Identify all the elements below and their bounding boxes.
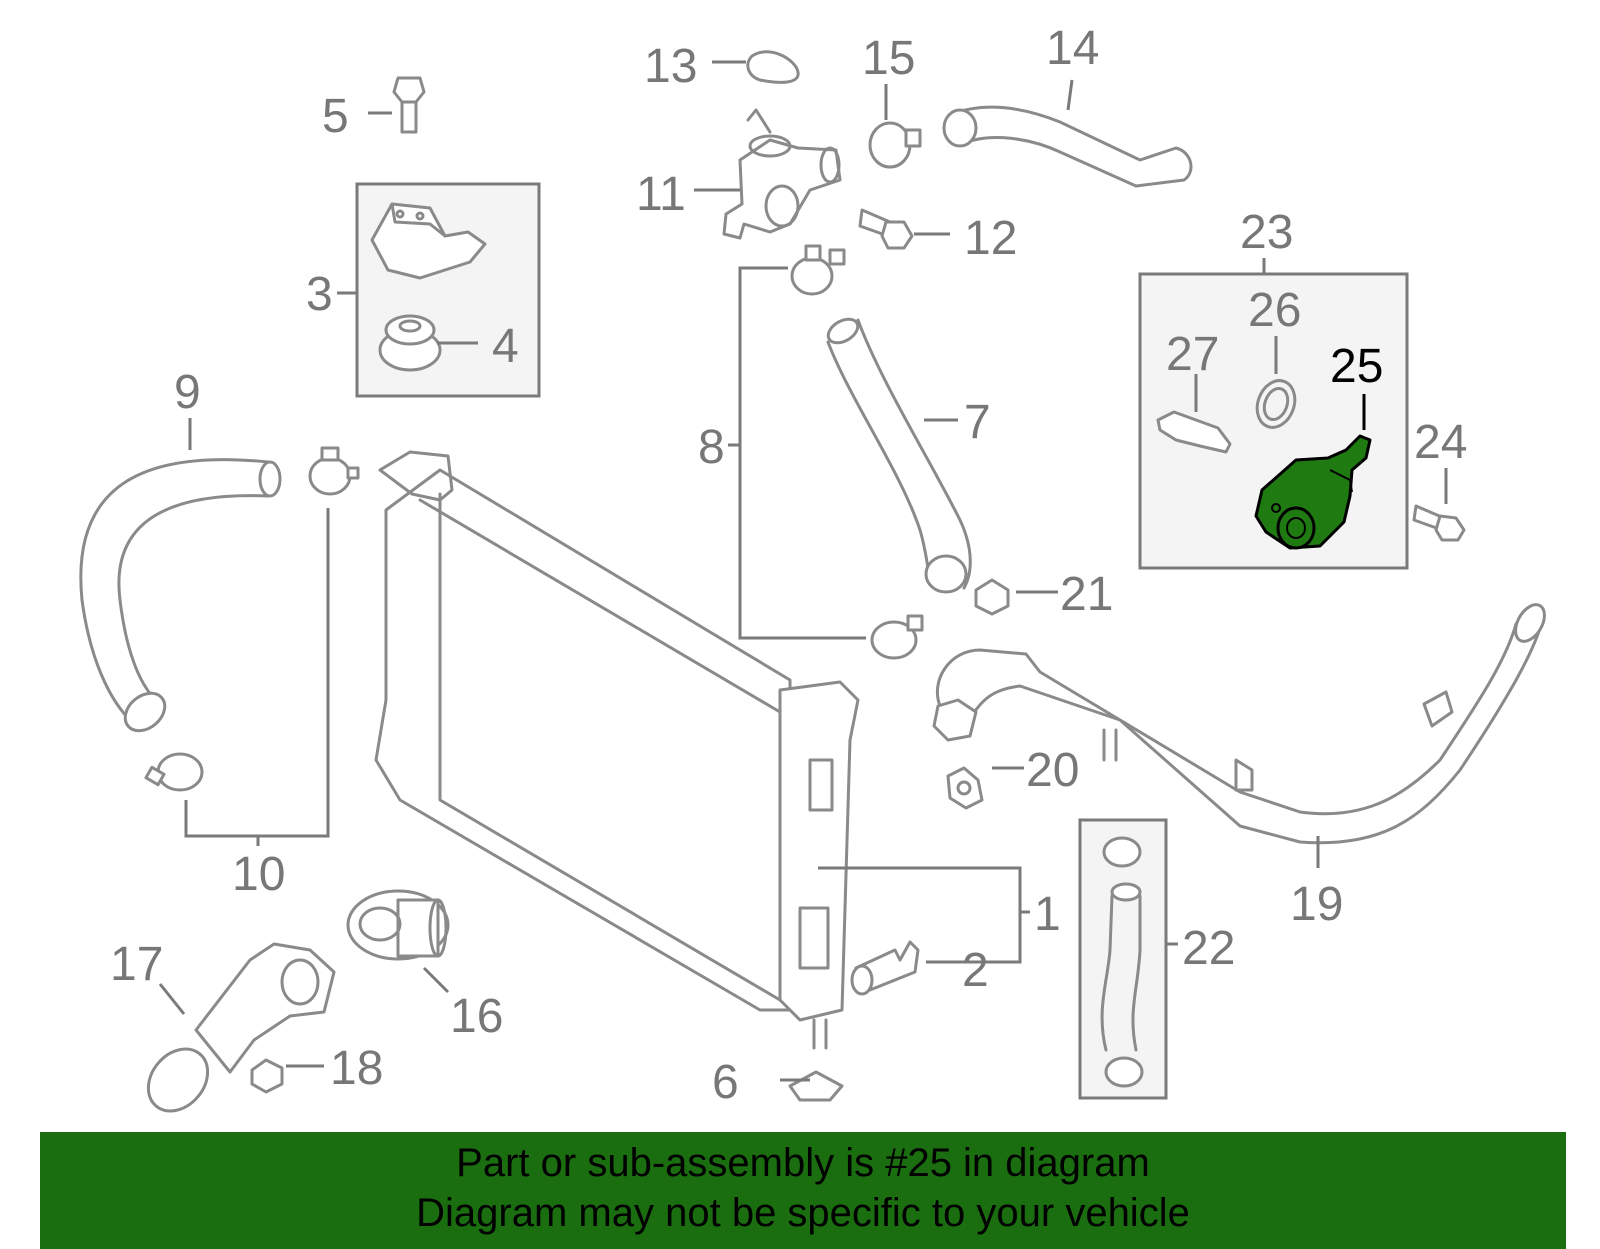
callout-20: 20 xyxy=(1026,744,1079,797)
part-21-nut[interactable] xyxy=(974,578,1010,616)
callout-19: 19 xyxy=(1290,878,1343,931)
banner-line-1: Part or sub-assembly is #25 in diagram xyxy=(456,1141,1150,1185)
callout-6: 6 xyxy=(712,1056,739,1109)
callout-21: 21 xyxy=(1060,568,1113,621)
callout-7: 7 xyxy=(964,396,991,449)
part-15-clamp[interactable] xyxy=(868,121,922,169)
part-11-water-outlet[interactable] xyxy=(722,108,842,240)
part-1-radiator[interactable] xyxy=(374,450,860,1050)
callout-5: 5 xyxy=(322,90,349,143)
callout-24: 24 xyxy=(1414,416,1467,469)
info-banner: Part or sub-assembly is #25 in diagram D… xyxy=(40,1132,1566,1249)
callout-16: 16 xyxy=(450,990,503,1043)
callout-11: 11 xyxy=(636,168,686,221)
part-10-hose-clamp-upper[interactable] xyxy=(308,446,360,496)
part-18-nut[interactable] xyxy=(250,1058,284,1094)
callout-8: 8 xyxy=(698,421,725,474)
callout-27: 27 xyxy=(1166,328,1219,381)
callout-23: 23 xyxy=(1240,206,1293,259)
part-20-gasket[interactable] xyxy=(946,766,984,810)
callout-26: 26 xyxy=(1248,284,1301,337)
callout-13: 13 xyxy=(644,40,697,93)
part-4-insulator[interactable] xyxy=(378,314,442,372)
part-14-hose[interactable] xyxy=(942,105,1193,188)
callout-17: 17 xyxy=(110,938,163,991)
callout-3: 3 xyxy=(306,268,333,321)
part-6-grommet[interactable] xyxy=(788,1070,844,1102)
callout-2: 2 xyxy=(962,944,989,997)
part-12-bolt[interactable] xyxy=(858,208,914,250)
part-8-clamp-lower[interactable] xyxy=(870,614,924,660)
callout-22: 22 xyxy=(1182,922,1235,975)
part-27-sensor[interactable] xyxy=(1156,410,1232,454)
part-7-hose[interactable] xyxy=(824,314,972,594)
leader-lines xyxy=(158,60,1448,1082)
callout-10: 10 xyxy=(232,848,285,901)
callout-labels: 1 2 3 4 5 6 7 8 9 10 11 12 13 14 15 16 1… xyxy=(110,22,1467,1109)
part-9-radiator-hose[interactable] xyxy=(79,458,282,739)
banner-line-2: Diagram may not be specific to your vehi… xyxy=(416,1191,1190,1235)
callout-25: 25 xyxy=(1330,340,1383,393)
part-25-thermostat-housing[interactable] xyxy=(1254,434,1372,550)
part-3-bracket[interactable] xyxy=(370,202,487,280)
part-13-cap[interactable] xyxy=(746,50,800,84)
callout-4: 4 xyxy=(492,320,519,373)
part-24-bolt[interactable] xyxy=(1412,504,1466,542)
part-16-thermostat[interactable] xyxy=(346,889,450,961)
part-2-drain-plug[interactable] xyxy=(850,940,920,996)
part-17-water-inlet[interactable] xyxy=(136,942,336,1123)
callout-12: 12 xyxy=(964,212,1017,265)
callout-9: 9 xyxy=(174,366,201,419)
part-8-clamp-upper[interactable] xyxy=(790,244,846,296)
part-22-hose-assembly[interactable] xyxy=(1100,836,1144,1088)
part-10-hose-clamp-lower[interactable] xyxy=(144,752,204,792)
callout-1: 1 xyxy=(1034,888,1061,941)
part-26-gasket[interactable] xyxy=(1251,375,1301,432)
callout-18: 18 xyxy=(330,1042,383,1095)
callout-15: 15 xyxy=(862,32,915,85)
callout-14: 14 xyxy=(1046,22,1099,75)
part-5-bolt[interactable] xyxy=(392,76,426,134)
part-19-water-pipe[interactable] xyxy=(932,600,1550,845)
